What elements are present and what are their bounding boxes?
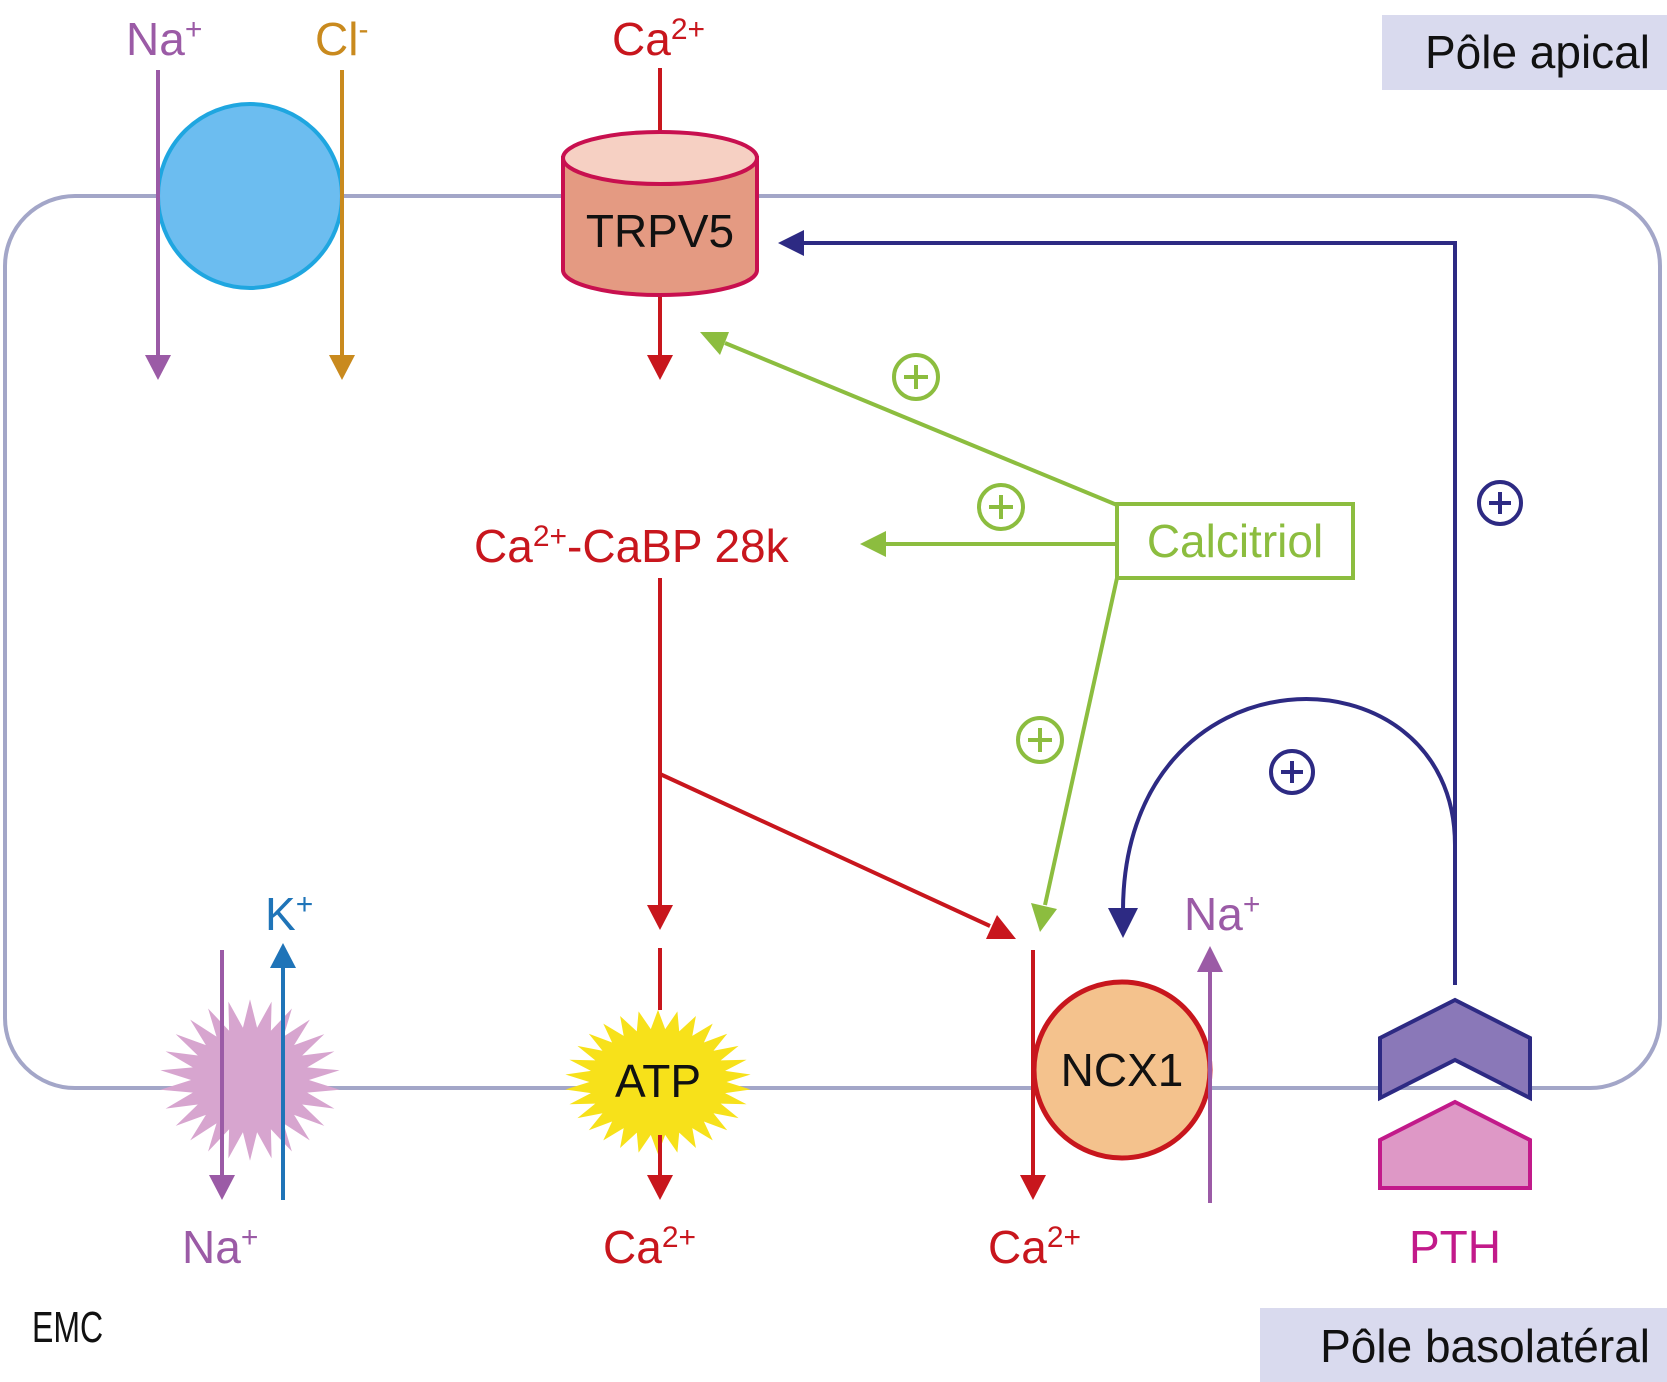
calcitriol-box: Calcitriol [1115, 502, 1355, 580]
basolateral-na-label: Na+ [182, 1221, 258, 1273]
pth-to-trpv5-arrow [778, 230, 1457, 985]
plus-icon-pth-trpv5 [1477, 480, 1523, 526]
trpv5-channel: TRPV5 [561, 130, 759, 297]
ca-cabp-label: Ca2+-CaBP 28k [474, 520, 790, 572]
plus-icon-calcitriol-ncx1 [1016, 716, 1064, 764]
calcitriol-label: Calcitriol [1147, 515, 1323, 567]
apical-ca-arrow [647, 68, 673, 380]
na-k-pump [160, 999, 340, 1161]
potassium-label: K+ [265, 888, 313, 940]
ncx1-ca-label: Ca2+ [988, 1221, 1081, 1273]
apical-na-arrow [145, 70, 171, 380]
plus-icon-pth-ncx1 [1269, 749, 1315, 795]
atp-ca-label: Ca2+ [603, 1221, 696, 1273]
apical-na-label: Na+ [126, 13, 202, 65]
ncx1-exchanger: NCX1 [1031, 979, 1213, 1161]
cabp-to-atp-arrow [647, 578, 673, 930]
basolateral-na-arrow [209, 950, 235, 1200]
cabp-to-ncx1-arrow [659, 772, 1016, 939]
pth-to-ncx1-arrow [1108, 697, 1457, 938]
basolateral-pole-text: Pôle basolatéral [1320, 1320, 1650, 1372]
pth-receptor [1378, 997, 1532, 1190]
pth-label: PTH [1409, 1221, 1501, 1273]
atp-ca-pump: ATP [565, 1009, 751, 1155]
apical-pole-label: Pôle apical [1382, 15, 1667, 90]
calcitriol-to-cabp-arrow [860, 531, 1117, 557]
atp-label: ATP [615, 1055, 701, 1107]
apical-ca-label: Ca2+ [612, 13, 705, 65]
basolateral-k-arrow [270, 943, 296, 1200]
trpv5-label: TRPV5 [586, 205, 734, 257]
atp-ca-out-arrow [647, 1135, 673, 1200]
apical-pole-text: Pôle apical [1425, 26, 1650, 78]
plus-icon-calcitriol-cabp [977, 483, 1025, 531]
calcitriol-to-ncx1-arrow [1031, 577, 1119, 932]
apical-cl-label: Cl- [315, 13, 368, 65]
ncx1-ca-arrow [1020, 950, 1046, 1200]
emc-logo: EMC [32, 1303, 103, 1352]
ncx1-na-arrow [1197, 946, 1223, 1203]
ncx1-label: NCX1 [1061, 1044, 1184, 1096]
apical-cl-arrow [329, 70, 355, 380]
basolateral-pole-label: Pôle basolatéral [1260, 1308, 1667, 1382]
calcitriol-to-trpv5-arrow [700, 332, 1118, 507]
na-cl-cotransporter [156, 102, 344, 290]
cell-membrane [3, 194, 1662, 1090]
plus-icon-calcitriol-trpv5 [892, 353, 940, 401]
ncx1-na-label: Na+ [1184, 888, 1260, 940]
